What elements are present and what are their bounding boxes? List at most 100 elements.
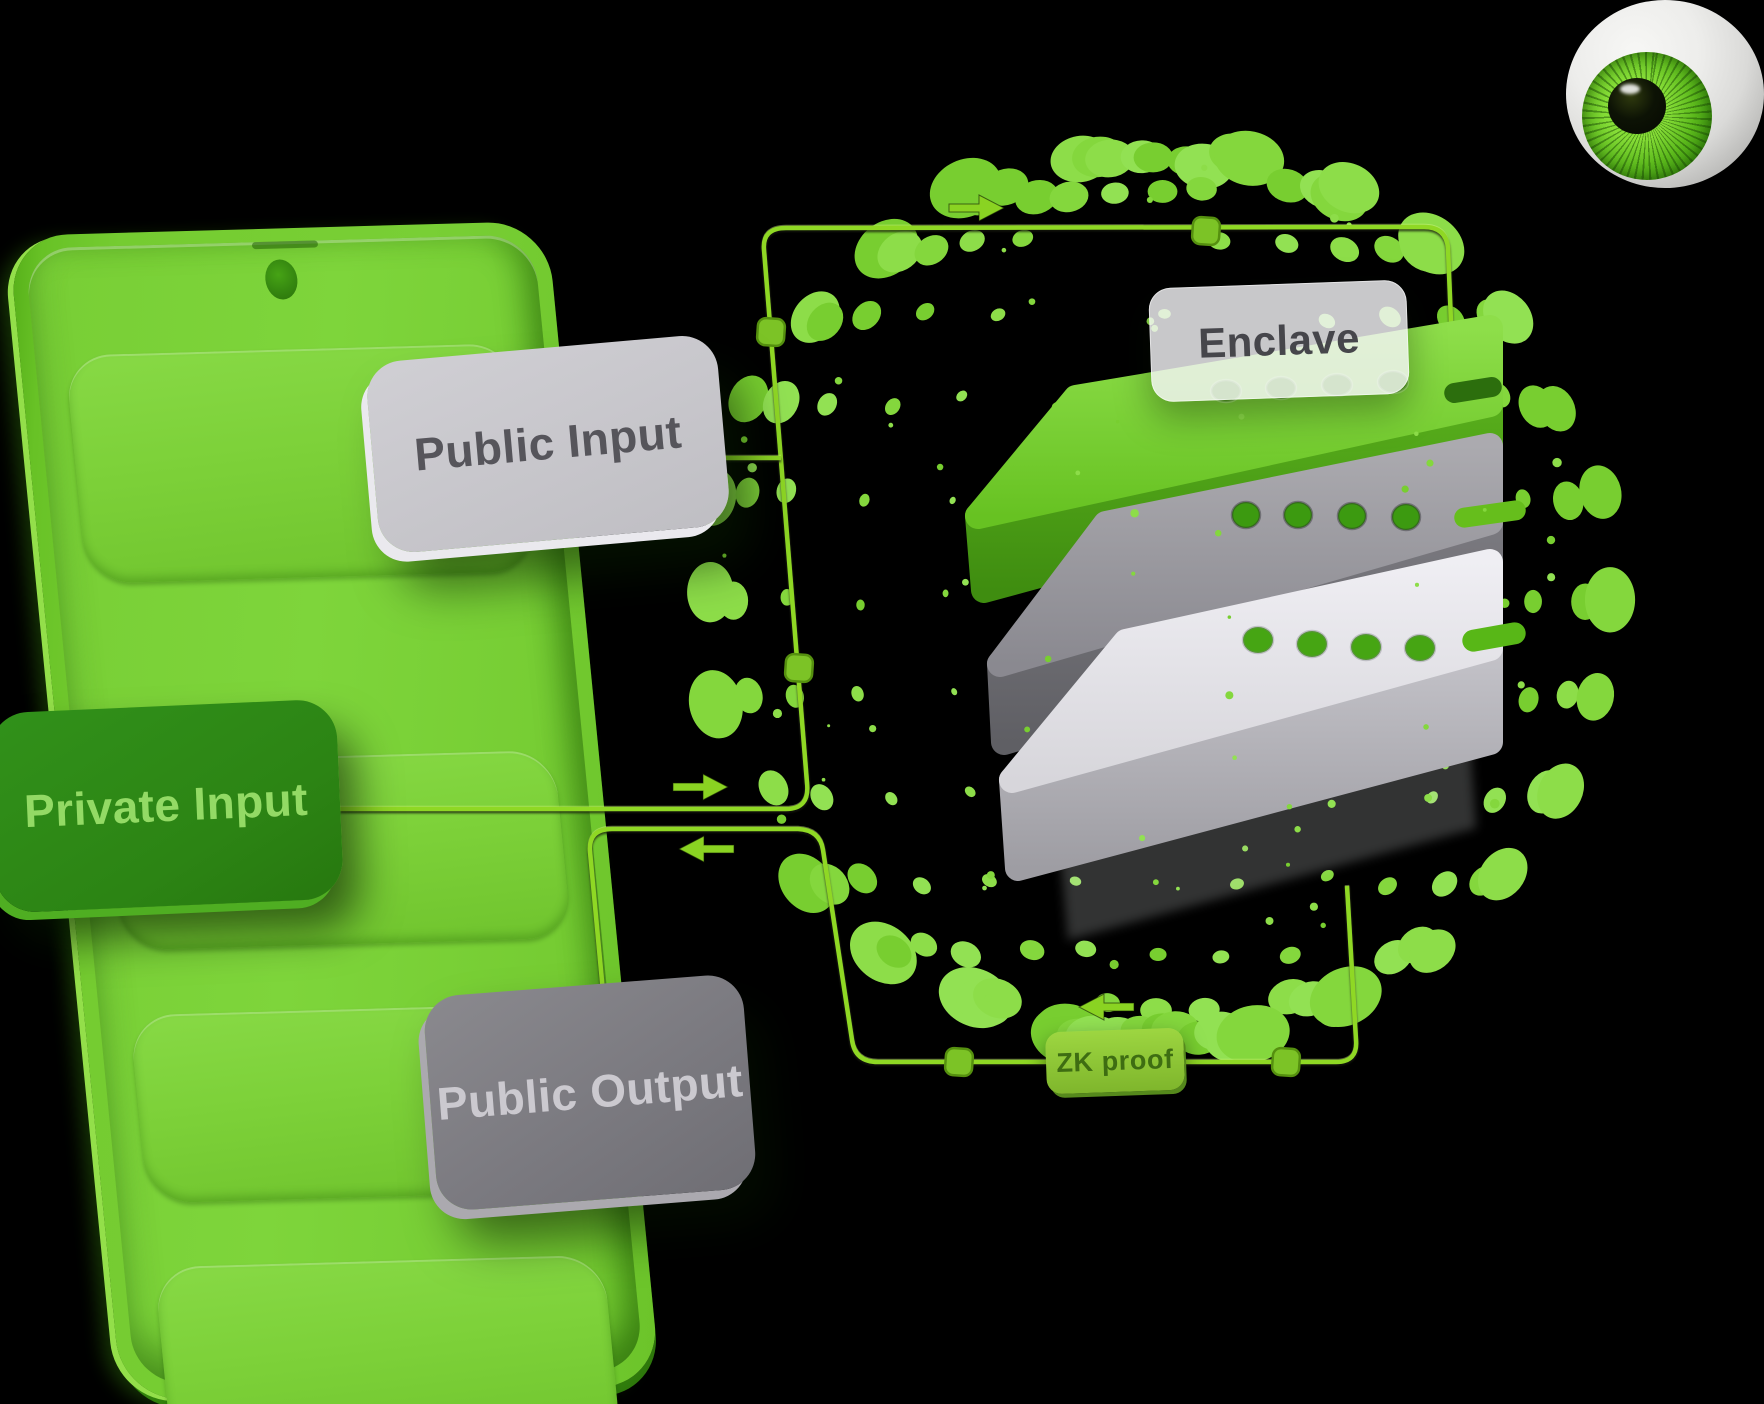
slab-fleck [1024, 726, 1031, 733]
sphere-dot [885, 792, 898, 806]
sphere-dot [1085, 139, 1135, 178]
sphere-speckle [772, 708, 783, 719]
sphere-dot [1556, 680, 1579, 709]
sphere-dot [1524, 589, 1542, 614]
sphere-dot [806, 302, 844, 341]
sphere-speckle [1489, 798, 1500, 809]
sphere-dot [1075, 940, 1097, 958]
eye-pupil [1608, 78, 1666, 134]
sphere-dot [688, 670, 743, 739]
public-input-label: Public Input [364, 333, 732, 555]
sphere-speckle [936, 463, 944, 471]
wire-node-icon [755, 316, 787, 348]
sphere-dot [1552, 481, 1584, 521]
sphere-dot [852, 300, 882, 331]
sphere-dot [1518, 687, 1539, 713]
slab-fleck [1401, 485, 1409, 493]
slot-icon [1462, 622, 1526, 652]
sphere-dot [735, 477, 760, 508]
sphere-dot [1212, 950, 1230, 964]
sphere-speckle [986, 871, 995, 880]
sphere-dot [758, 770, 789, 806]
vent-hole-icon [1282, 500, 1314, 530]
sphere-dot [1275, 233, 1299, 253]
sphere-dot [956, 390, 968, 402]
sphere-dot [910, 932, 938, 957]
slab-top-face [999, 549, 1503, 793]
sphere-dot [1330, 237, 1360, 263]
green-flecks [1024, 413, 1525, 891]
sphere-speckle [869, 724, 877, 733]
sphere-speckle [834, 376, 843, 385]
sphere-speckle [984, 994, 992, 1002]
sphere-dot [1398, 212, 1465, 275]
vent-hole-icon [1390, 502, 1422, 532]
sphere-speckle [1265, 917, 1274, 925]
sphere-dot [856, 599, 865, 611]
vent-hole-icon [1241, 625, 1275, 655]
eye-highlight [1620, 84, 1640, 94]
slab-fleck [1115, 420, 1120, 424]
sphere-speckle [740, 436, 748, 443]
wire-node-icon [1270, 1046, 1302, 1078]
vent-hole-icon [1336, 501, 1368, 531]
sphere-dot [1049, 181, 1089, 213]
sphere-dot [912, 877, 931, 895]
slab-fleck [1232, 755, 1237, 761]
slab-fleck [1130, 508, 1139, 518]
sphere-dot [914, 235, 949, 266]
sphere-speckle [982, 885, 987, 891]
slab-fleck [1285, 862, 1291, 867]
sphere-dot [942, 589, 949, 598]
slab-fleck [1139, 835, 1146, 842]
arrow-left-icon [1077, 993, 1135, 1021]
sphere-speckle [747, 462, 757, 473]
slab-fleck [1215, 529, 1222, 537]
sphere-dot [949, 496, 956, 505]
sphere-speckle [827, 724, 831, 728]
slot-icon [1454, 500, 1526, 528]
arrow-right-icon [672, 773, 730, 801]
sphere-speckle [722, 553, 727, 558]
sphere-dot [1147, 180, 1178, 203]
sphere-speckle [1028, 298, 1036, 305]
vent-hole-icon [1230, 500, 1262, 530]
slab-fleck [1238, 413, 1245, 420]
wire-node-icon [1190, 215, 1222, 247]
sphere-dot [1584, 567, 1636, 633]
sphere-dot [877, 231, 923, 273]
sphere-speckle [1547, 573, 1556, 582]
sphere-dot [1266, 168, 1309, 203]
ghost-slab [1060, 742, 1476, 940]
sphere-dot [810, 784, 834, 811]
slab-fleck [1327, 799, 1336, 808]
flow-markers [672, 194, 1302, 1078]
sphere-dot [1149, 947, 1167, 962]
sphere-dot [959, 230, 985, 252]
slab-fleck [1176, 886, 1180, 891]
sphere-dot [990, 308, 1006, 322]
sphere-dot [1101, 182, 1129, 204]
vent-hole-icon [1295, 629, 1329, 659]
sphere-dot [1409, 929, 1456, 973]
sphere-dot [876, 935, 912, 968]
sphere-dot [1214, 130, 1285, 186]
sphere-dot [915, 302, 935, 321]
slab-fleck [1517, 681, 1525, 689]
eye-iris [1582, 52, 1712, 180]
sphere-speckle [763, 779, 771, 788]
sphere-speckle [1330, 213, 1339, 223]
sphere-dot [1477, 847, 1528, 901]
sphere-speckle [776, 814, 787, 824]
sphere-dot [950, 941, 982, 968]
slab-fleck [1044, 655, 1052, 663]
slab-fleck [1414, 431, 1419, 437]
sphere-dot [859, 493, 870, 507]
sphere-dot [1579, 465, 1622, 519]
slab-fleck [1225, 691, 1234, 700]
wire-node-icon [783, 652, 815, 684]
sphere-dot [951, 688, 958, 696]
zk-proof-badge: ZK proof [1044, 1027, 1186, 1095]
enclave-server-stack [965, 315, 1526, 881]
